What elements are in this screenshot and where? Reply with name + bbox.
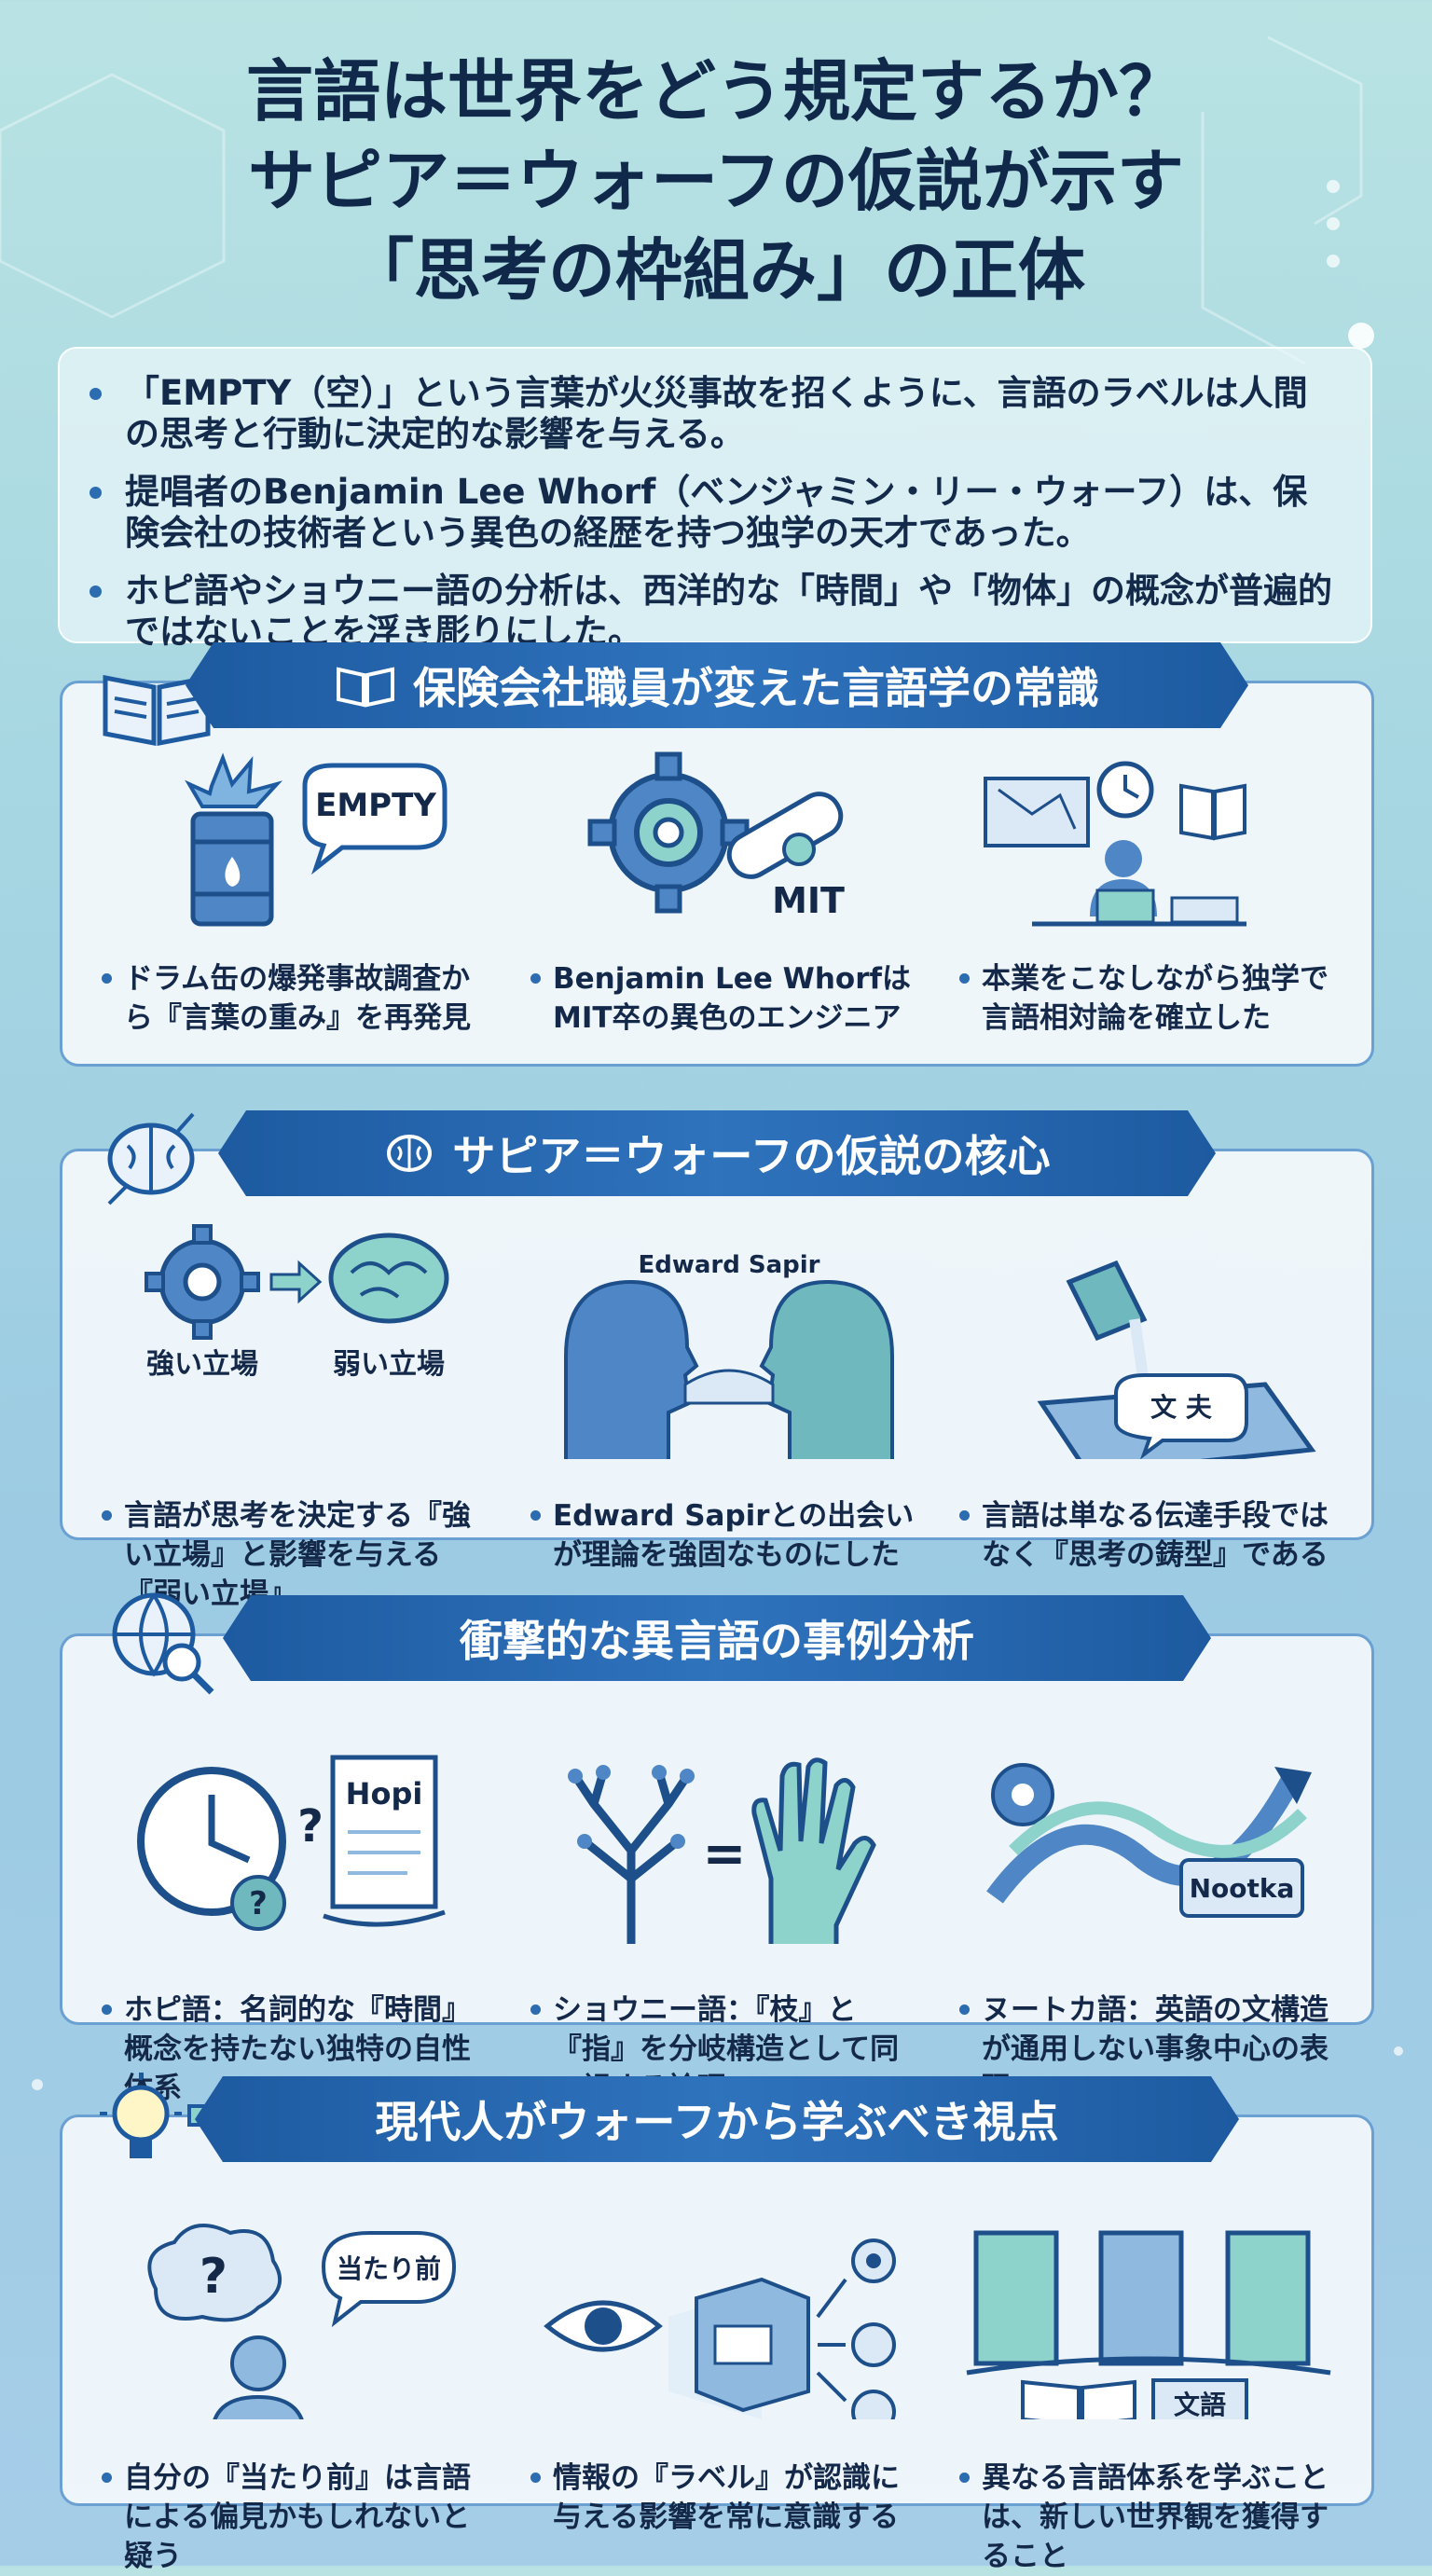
- section-1-title: 保険会社職員が変えた言語学の常識: [413, 663, 1099, 713]
- strong-stance-label: 強い立場: [146, 1348, 258, 1381]
- hopi-label: Hopi: [346, 1776, 423, 1811]
- flow-arrows-icon: Nootka: [986, 1763, 1312, 1918]
- nootka-label: Nootka: [1190, 1873, 1295, 1904]
- section-3-heading: 衝撃的な異言語の事例分析: [223, 1595, 1211, 1681]
- section-2-heading: サピア＝ウォーフの仮説の核心: [218, 1110, 1216, 1196]
- intro-bullet: 提唱者のBenjamin Lee Whorf（ベンジャミン・リー・ウォーフ）は、…: [90, 472, 1333, 554]
- empty-label: EMPTY: [315, 787, 436, 824]
- title-line-2: サピア＝ウォーフの仮説が示す: [248, 142, 1184, 220]
- self-study-desk-icon: [984, 761, 1246, 927]
- section-modern-lessons: 現代人がウォーフから学ぶべき視点 ? 当たり前 自分の『当たり前』は言語による偏…: [60, 2073, 1374, 2573]
- item-caption: 自分の『当たり前』は言語による偏見かもしれないと疑う: [102, 2459, 497, 2576]
- item-caption: Benjamin Lee WhorfはMIT卒の異色のエンジニア: [530, 959, 926, 1038]
- section-hypothesis-core: サピア＝ウォーフの仮説の核心 強い立場 弱い立場 言語が思考を決定する『強い立場…: [60, 1149, 1374, 1611]
- gear-diploma-icon: MIT: [587, 751, 845, 921]
- svg-text:?: ?: [297, 1800, 324, 1853]
- eye-labeled-box-icon: [544, 2239, 896, 2419]
- section-whorf-background: 保険会社職員が変えた言語学の常識 EMPTY ドラム缶の爆発事故調査から『言葉の…: [60, 681, 1374, 1067]
- section-4-heading: 現代人がウォーフから学ぶべき視点: [195, 2076, 1239, 2162]
- item-caption: 本業をこなしながら独学で言語相対論を確立した: [959, 959, 1355, 1038]
- section-2-title: サピア＝ウォーフの仮説の核心: [452, 1131, 1051, 1181]
- title-line-1: 言語は世界をどう規定するか？: [245, 52, 1186, 131]
- intro-bullet: 「EMPTY（空）」という言葉が火災事故を招くように、言語のラベルは人間の思考と…: [90, 373, 1333, 455]
- title-line-3: 「思考の枠組み」の正体: [346, 231, 1085, 310]
- item-caption: ドラム缶の爆発事故調査から『言葉の重み』を再発見: [102, 959, 497, 1038]
- item-caption: Edward Sapirとの出会いが理論を強固なものにした: [530, 1496, 926, 1575]
- brain-icon: [107, 1112, 195, 1205]
- two-heads-bridge-icon: Edward Sapir: [564, 1251, 894, 1459]
- page-title: 言語は世界をどう規定するか？ サピア＝ウォーフの仮説が示す 「思考の枠組み」の正…: [0, 47, 1432, 315]
- mold-text-label: 文 夫: [1150, 1392, 1213, 1423]
- pouring-mold-icon: 文 夫: [1037, 1260, 1316, 1459]
- svg-text:?: ?: [249, 1885, 268, 1922]
- sapir-label: Edward Sapir: [638, 1251, 819, 1279]
- intro-summary-box: 「EMPTY（空）」という言葉が火災事故を招くように、言語のラベルは人間の思考と…: [58, 347, 1372, 652]
- doors-books-icon: 文語: [966, 2230, 1331, 2419]
- mit-label: MIT: [772, 880, 845, 921]
- book-heading-icon: [335, 662, 396, 709]
- section-1-heading: 保険会社職員が変えた言語学の常識: [186, 642, 1248, 728]
- section-3-title: 衝撃的な異言語の事例分析: [460, 1616, 974, 1666]
- gear-to-brain-icon: 強い立場 弱い立場: [145, 1224, 449, 1381]
- exploding-drum-icon: EMPTY: [185, 752, 448, 927]
- item-caption: 異なる言語体系を学ぶことは、新しい世界観を獲得すること: [959, 2459, 1355, 2576]
- section-language-cases: 衝撃的な異言語の事例分析 ? ? Hopi ホピ語：名詞的な『時間』概念を持たな…: [60, 1592, 1374, 2105]
- bungo-label: 文語: [1174, 2390, 1226, 2419]
- atarimae-label: 当たり前: [337, 2253, 441, 2284]
- item-caption: 情報の『ラベル』が認識に与える影響を常に意識する: [530, 2459, 926, 2537]
- clock-scroll-icon: ? ? Hopi: [137, 1755, 446, 1931]
- globe-magnifier-icon: [112, 1592, 214, 1695]
- item-caption: ホピ語：名詞的な『時間』概念を持たない独特の自性体系: [102, 1991, 497, 2108]
- item-caption: 言語が思考を決定する『強い立場』と影響を与える『弱い立場』: [102, 1496, 497, 1614]
- questioning-person-icon: ? 当たり前: [147, 2224, 457, 2419]
- svg-text:?: ?: [200, 2249, 227, 2305]
- intro-bullet: ホピ語やショウニー語の分析は、西洋的な「時間」や「物体」の概念が普遍的ではないこ…: [90, 571, 1332, 652]
- section-4-title: 現代人がウォーフから学ぶべき視点: [375, 2097, 1059, 2147]
- item-caption: 言語は単なる伝達手段ではなく『思考の鋳型』である: [959, 1496, 1355, 1575]
- brain-heading-icon: [383, 1130, 435, 1177]
- weak-stance-label: 弱い立場: [333, 1348, 445, 1381]
- branch-equals-hand-icon: =: [568, 1757, 876, 1944]
- svg-text:=: =: [703, 1824, 747, 1884]
